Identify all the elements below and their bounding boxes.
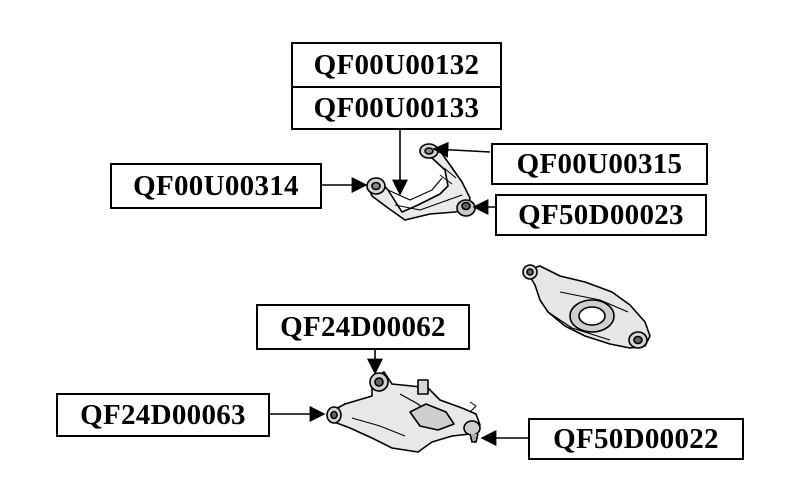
corner-mark: ' <box>773 0 776 5</box>
part-label-qf00u00314[interactable]: QF00U00314 <box>110 163 322 209</box>
upper-control-arm-icon <box>366 143 476 221</box>
part-label-qf00u00315[interactable]: QF00U00315 <box>491 143 708 185</box>
part-label-qf00u00132[interactable]: QF00U00132 <box>291 42 502 88</box>
lower-control-arm-icon <box>326 371 481 453</box>
part-label-qf00u00133[interactable]: QF00U00133 <box>291 86 502 130</box>
leader-lines <box>270 128 528 446</box>
part-label-qf24d00062[interactable]: QF24D00062 <box>256 304 470 350</box>
arrow-to-upper-arm-right <box>432 141 491 158</box>
rear-lower-arm-icon <box>522 264 651 349</box>
part-label-qf24d00063[interactable]: QF24D00063 <box>56 393 270 437</box>
part-label-qf50d00022[interactable]: QF50D00022 <box>528 418 744 460</box>
part-label-qf50d00023[interactable]: QF50D00023 <box>495 194 707 236</box>
